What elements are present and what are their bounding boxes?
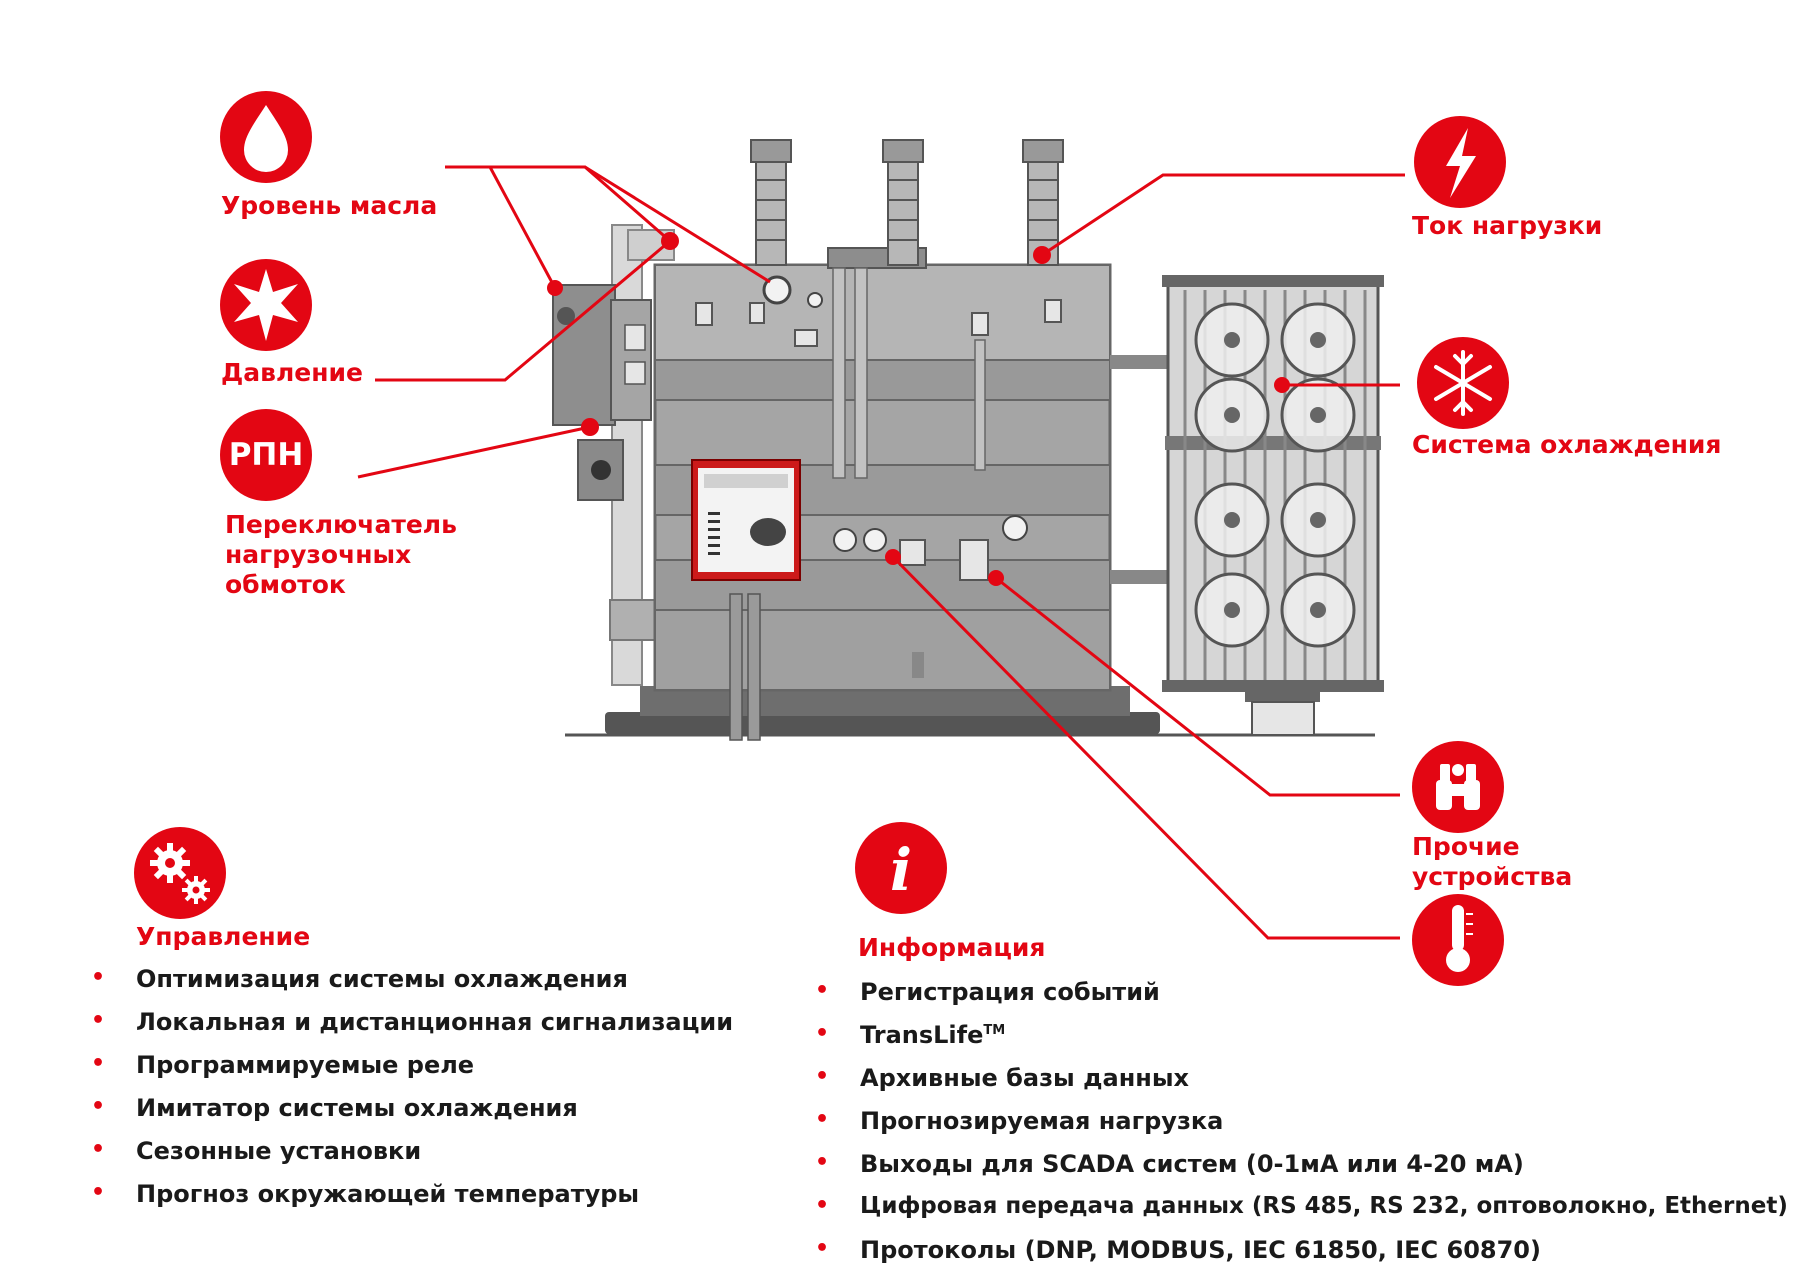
other-devices-label-line: устройства <box>1412 862 1573 891</box>
starburst-icon <box>220 259 312 351</box>
control-list: Оптимизация системы охлаждения Локальная… <box>91 965 733 1223</box>
gears-icon <box>134 827 226 919</box>
information-list: Регистрация событий TransLifeTM Архивные… <box>815 978 1788 1279</box>
pressure-label: Давление <box>221 358 363 387</box>
drop-icon <box>220 91 312 183</box>
list-item: Архивные базы данных <box>815 1064 1788 1107</box>
list-item: Имитатор системы охлаждения <box>91 1094 733 1137</box>
list-item: Прогноз окружающей температуры <box>91 1180 733 1223</box>
list-item: Регистрация событий <box>815 978 1788 1021</box>
thermometer-icon <box>1412 894 1504 986</box>
oltc-label-line: нагрузочных <box>225 540 412 569</box>
list-item: Выходы для SCADA систем (0-1мА или 4-20 … <box>815 1150 1788 1193</box>
other-devices-label: Прочие устройства <box>1412 832 1572 892</box>
oltc-label-line: обмоток <box>225 570 346 599</box>
callout-lines <box>357 165 1405 940</box>
trademark-mark: TM <box>983 1023 1006 1038</box>
control-title: Управление <box>136 922 311 951</box>
binoculars-icon <box>1412 741 1504 833</box>
lightning-icon <box>1414 116 1506 208</box>
oltc-label: Переключатель нагрузочных обмоток <box>225 510 457 600</box>
list-item: Протоколы (DNP, MODBUS, IEC 61850, IEC 6… <box>815 1236 1788 1279</box>
list-item: Оптимизация системы охлаждения <box>91 965 733 1008</box>
info-icon-text: i <box>889 836 913 904</box>
load-current-label: Ток нагрузки <box>1412 211 1603 240</box>
list-item: Прогнозируемая нагрузка <box>815 1107 1788 1150</box>
translife-text: TransLife <box>860 1021 984 1049</box>
transformer-illustration <box>552 139 1384 741</box>
info-icon <box>855 822 947 914</box>
oltc-label-line: Переключатель <box>225 510 457 539</box>
other-devices-label-line: Прочие <box>1412 832 1520 861</box>
cooling-label: Система охлаждения <box>1412 430 1722 459</box>
oltc-icon <box>220 409 312 501</box>
list-item: Цифровая передача данных (RS 485, RS 232… <box>815 1193 1788 1236</box>
list-item: TransLifeTM <box>815 1021 1788 1064</box>
information-title: Информация <box>858 933 1046 962</box>
callout-dots <box>547 232 1290 586</box>
list-item: Локальная и дистанционная сигнализации <box>91 1008 733 1051</box>
list-item: Программируемые реле <box>91 1051 733 1094</box>
oil-level-label: Уровень масла <box>221 191 438 220</box>
snowflake-icon <box>1417 337 1509 429</box>
list-item: Сезонные установки <box>91 1137 733 1180</box>
oltc-icon-text: РПН <box>228 437 304 473</box>
